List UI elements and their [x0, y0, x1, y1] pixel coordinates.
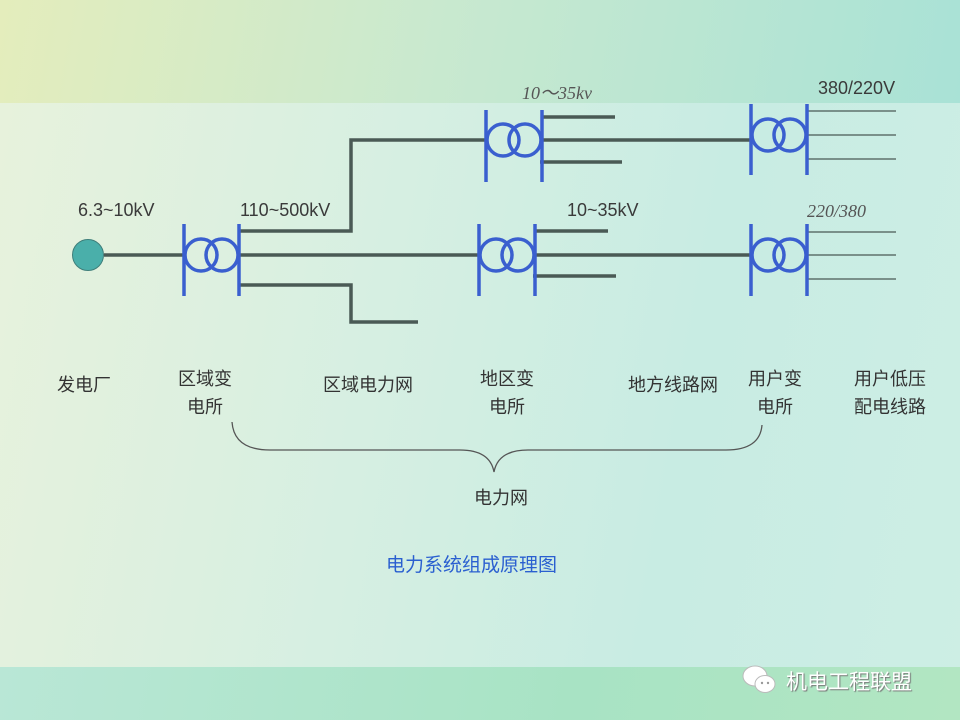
label-line: 区域变 — [178, 369, 232, 390]
label-user-sub: 用户变电所 — [748, 366, 802, 422]
label-grid: 电力网 — [474, 488, 528, 509]
power-lines — [104, 115, 751, 324]
voltage-mid-user: 220/380 — [807, 201, 867, 221]
label-plant: 发电厂 — [57, 375, 111, 396]
line-to-top-district — [239, 138, 486, 233]
label-lv-lines: 用户低压配电线路 — [854, 366, 926, 422]
voltage-gen: 6.3~10kV — [78, 200, 155, 220]
voltage-top-user: 380/220V — [818, 78, 896, 98]
wechat-icon — [740, 663, 780, 701]
label-line: 用户变 — [748, 369, 802, 390]
label-line: 电所 — [489, 397, 525, 418]
voltage-regional: 110~500kV — [240, 200, 331, 220]
label-line: 配电线路 — [854, 397, 926, 418]
label-line: 电所 — [757, 397, 793, 418]
top-band — [0, 0, 960, 103]
voltage-top-district: 10～35kv — [522, 83, 592, 103]
label-line: 地区变 — [480, 369, 534, 390]
transformer-icon — [749, 104, 809, 175]
watermark: 机电工程联盟 — [786, 670, 912, 694]
generator-icon — [72, 239, 104, 271]
label-district-sub: 地区变电所 — [480, 366, 534, 422]
transformer-icon — [182, 224, 241, 296]
label-local-lines: 地方线路网 — [628, 375, 718, 396]
transformers — [182, 104, 809, 296]
label-line: 用户低压 — [854, 369, 926, 390]
grid-brace — [231, 421, 763, 473]
lv-lines — [807, 110, 896, 280]
transformer-icon — [477, 224, 537, 296]
voltage-mid-district: 10~35kV — [567, 200, 639, 220]
label-regional-grid: 区域电力网 — [323, 375, 413, 396]
diagram-title: 电力系统组成原理图 — [386, 554, 558, 576]
label-line: 电所 — [187, 397, 223, 418]
transformer-icon — [749, 224, 809, 296]
bottom-band — [0, 667, 960, 720]
transformer-icon — [484, 110, 544, 182]
branch-line — [239, 283, 418, 324]
label-regional-sub: 区域变电所 — [178, 366, 232, 422]
